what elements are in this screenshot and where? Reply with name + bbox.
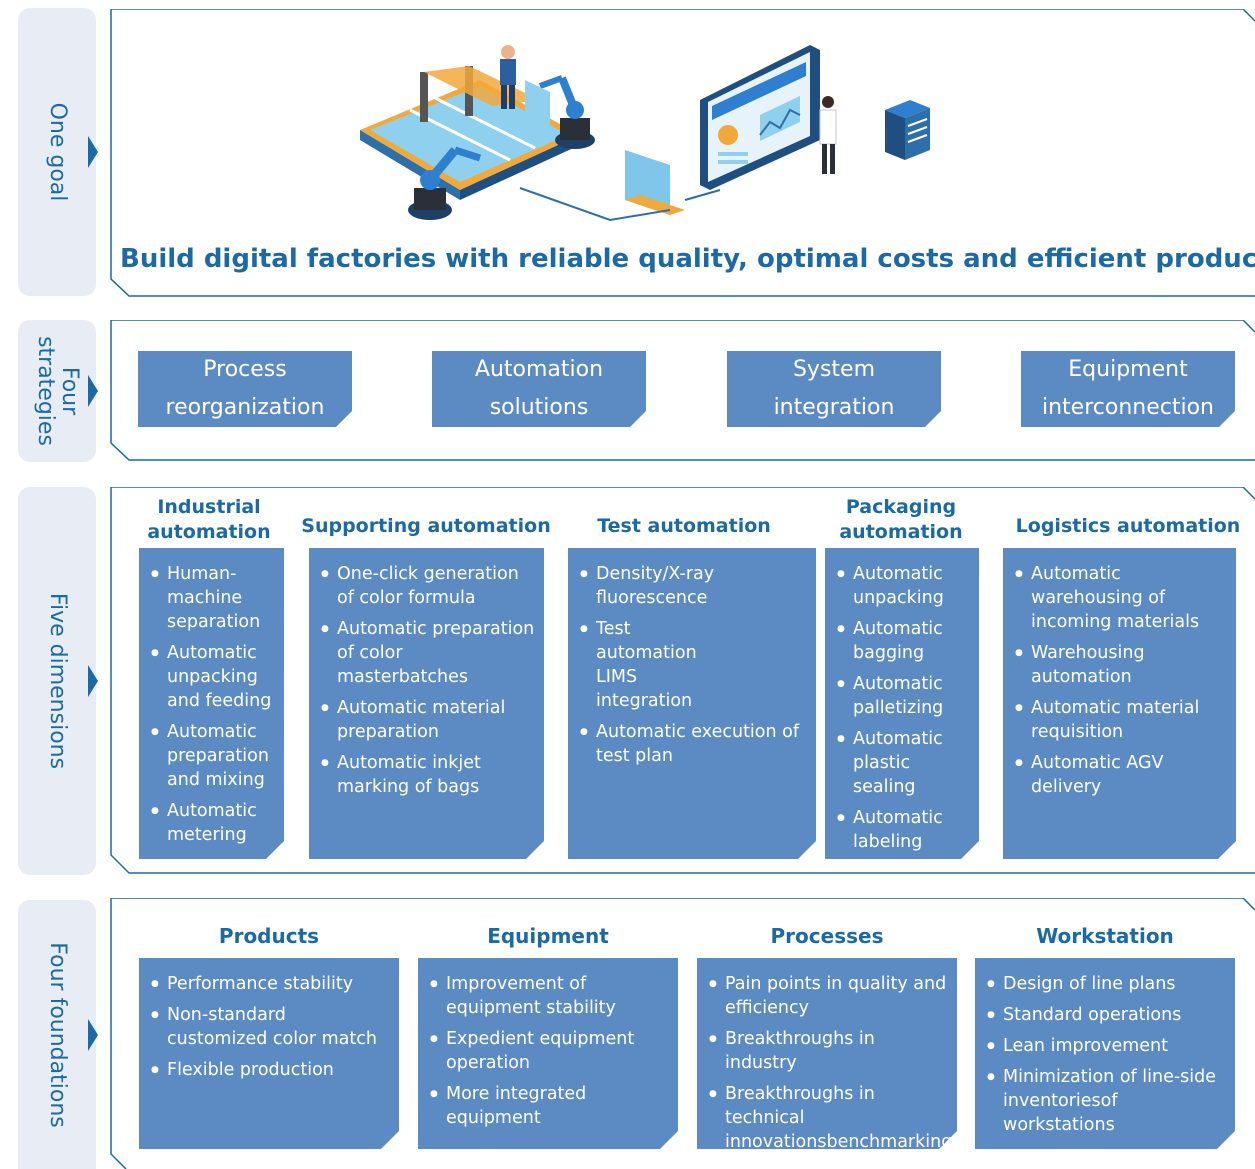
dimensions-frame: [110, 487, 1255, 875]
dimensions-frame-border: [110, 487, 1255, 874]
chevron-right-icon: [88, 665, 98, 697]
list-item: Test automation LIMS integration: [596, 617, 736, 713]
dimension-card-packaging: Automatic unpacking Automatic bagging Au…: [825, 548, 979, 859]
glass-panel-icon: [625, 150, 685, 215]
foundation-card-processes: Pain points in quality and efficiency Br…: [697, 958, 957, 1149]
list-item: Non-standard customized color match: [167, 1003, 391, 1051]
worker-icon: [500, 45, 550, 125]
robot-arm-icon: [538, 75, 595, 149]
section-tab-foundations: Four foundations: [18, 900, 98, 1169]
strategy-line1: Automation: [474, 357, 604, 382]
strategy-system-integration: System integration: [727, 351, 941, 427]
list-item: Automatic material preparation: [337, 696, 536, 744]
list-item: Automatic warehousing of incoming materi…: [1031, 562, 1228, 634]
chevron-right-icon: [88, 375, 98, 407]
foundation-title-products: Products: [218, 924, 320, 948]
foundation-card-products: Performance stability Non-standard custo…: [139, 958, 399, 1149]
list-item: Breakthroughs in industry: [725, 1027, 949, 1075]
list-item: Flexible production: [167, 1058, 391, 1082]
dimension-title-logistics: Logistics automation: [1015, 515, 1241, 537]
foundation-title-workstation: Workstation: [1036, 924, 1174, 948]
dimension-card-logistics: Automatic warehousing of incoming materi…: [1003, 548, 1236, 859]
foundation-title-processes: Processes: [770, 924, 884, 948]
list-item: Minimization of line-side inventoriesof …: [1003, 1065, 1227, 1137]
dimension-title-test: Test automation: [597, 515, 771, 537]
strategy-process-reorganization: Process reorganization: [138, 351, 352, 427]
strategy-equipment-interconnection: Equipment interconnection: [1021, 351, 1235, 427]
robot-arm-icon: [408, 146, 482, 220]
goal-frame-border: [110, 9, 1255, 297]
section-tab-goal: One goal: [18, 8, 98, 296]
list-item: One-click generation of color formula: [337, 562, 536, 610]
goal-title: Build digital factories with reliable qu…: [120, 244, 1255, 274]
strategy-line2: solutions: [489, 395, 589, 420]
strategies-frame-border: [110, 320, 1255, 461]
strategies-frame: [110, 320, 1255, 462]
strategy-line2: interconnection: [1042, 395, 1214, 420]
strategy-line1: Process: [203, 357, 287, 382]
list-item: Breakthroughs in technical innovationsbe…: [725, 1082, 949, 1154]
section-label-goal: One goal: [45, 102, 71, 202]
list-item: Pain points in quality and efficiency: [725, 972, 949, 1020]
dimension-card-supporting: One-click generation of color formula Au…: [309, 548, 544, 859]
strategy-automation-solutions: Automation solutions: [432, 351, 646, 427]
list-item: Expedient equipment operation: [446, 1027, 670, 1075]
chevron-right-icon: [88, 136, 98, 168]
strategy-line2: reorganization: [165, 395, 325, 420]
dashboard-monitor-icon: [700, 45, 820, 190]
section-label-dimensions: Five dimensions: [45, 592, 71, 770]
list-item: Automatic plastic sealing: [853, 727, 971, 799]
dimension-card-test: Density/X-ray fluorescence Test automati…: [568, 548, 816, 859]
digital-factory-illustration: [360, 45, 930, 222]
engineer-icon: [819, 96, 837, 174]
list-item: Automatic preparation of color masterbat…: [337, 617, 536, 689]
list-item: Automatic preparation and mixing: [167, 720, 276, 792]
strategy-line1: Equipment: [1068, 357, 1188, 382]
list-item: Improvement of equipment stability: [446, 972, 670, 1020]
foundations-frame: [110, 898, 1255, 1169]
list-item: Automatic metering: [167, 799, 276, 847]
section-label-foundations: Four foundations: [45, 941, 71, 1128]
list-item: Automatic palletizing: [853, 672, 971, 720]
list-item: Automatic AGV delivery: [1031, 751, 1228, 799]
section-tab-dimensions: Five dimensions: [18, 487, 98, 875]
section-label-strategies: Four strategies: [33, 336, 83, 446]
foundation-title-equipment: Equipment: [487, 924, 609, 948]
list-item: Automatic execution of test plan: [596, 720, 808, 768]
list-item: Performance stability: [167, 972, 391, 996]
foundations-frame-border: [110, 898, 1255, 1169]
list-item: Automatic material requisition: [1031, 696, 1228, 744]
list-item: Warehousing automation: [1031, 641, 1228, 689]
list-item: Design of line plans: [1003, 972, 1227, 996]
foundation-card-equipment: Improvement of equipment stability Exped…: [418, 958, 678, 1149]
dimension-title-packaging: Packaging automation: [839, 496, 963, 543]
list-item: More integrated equipment: [446, 1082, 670, 1130]
strategy-line2: integration: [773, 395, 895, 420]
list-item: Density/X-ray fluorescence: [596, 562, 808, 610]
list-item: Automatic unpacking and feeding: [167, 641, 276, 713]
chevron-right-icon: [88, 1018, 98, 1051]
list-item: Lean improvement: [1003, 1034, 1227, 1058]
list-item: Automatic labeling: [853, 806, 971, 854]
section-tab-strategies: Four strategies: [18, 320, 98, 462]
strategies-label-text: Four strategies: [33, 336, 83, 446]
list-item: Human-machine separation: [167, 562, 276, 634]
list-item: Standard operations: [1003, 1003, 1227, 1027]
dimension-card-industrial: Human-machine separation Automatic unpac…: [139, 548, 284, 859]
server-icon: [885, 100, 930, 160]
list-item: Automatic unpacking: [853, 562, 971, 610]
list-item: Automatic inkjet marking of bags: [337, 751, 536, 799]
list-item: Automatic bagging: [853, 617, 971, 665]
foundation-card-workstation: Design of line plans Standard operations…: [975, 958, 1235, 1149]
dimension-title-industrial: Industrial automation: [147, 496, 271, 543]
dimension-title-supporting: Supporting automation: [301, 515, 551, 537]
strategy-line1: System: [792, 357, 876, 382]
goal-frame: [110, 9, 1255, 297]
